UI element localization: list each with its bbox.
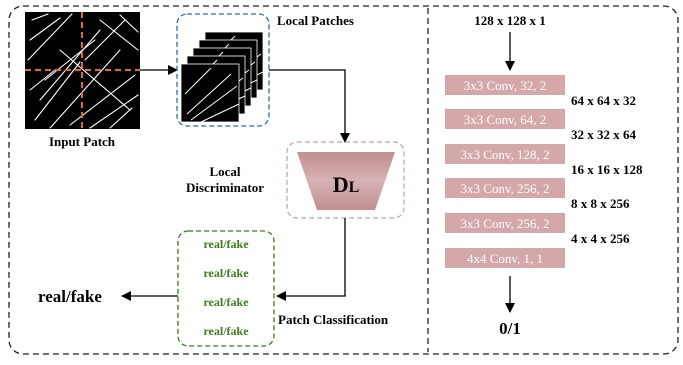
arrow-discriminator-to-classification xyxy=(276,218,346,301)
layer-dim-label: 4 x 4 x 256 xyxy=(571,231,630,246)
svg-text:3x3 Conv, 128, 2: 3x3 Conv, 128, 2 xyxy=(460,147,549,162)
input-patch-label: Input Patch xyxy=(49,134,116,149)
conv-layer: 3x3 Conv, 64, 2 xyxy=(445,109,565,129)
local-discriminator-label-line1: Local xyxy=(209,164,240,179)
conv-layer: 3x3 Conv, 256, 2 xyxy=(445,213,565,233)
svg-text:4x4 Conv, 1, 1: 4x4 Conv, 1, 1 xyxy=(467,251,543,266)
layer-dim-label: 16 x 16 x 128 xyxy=(571,162,643,177)
outer-frame xyxy=(8,5,679,355)
svg-text:3x3 Conv, 64, 2: 3x3 Conv, 64, 2 xyxy=(464,112,547,127)
patch-classification-label: Patch Classification xyxy=(278,312,389,327)
real-fake-item: real/fake xyxy=(203,324,249,338)
local-patches-stack xyxy=(180,31,264,123)
input-patch-image xyxy=(25,12,140,129)
real-fake-item: real/fake xyxy=(203,237,249,251)
final-output-label: 0/1 xyxy=(499,319,521,338)
output-real-fake-label: real/fake xyxy=(38,287,102,306)
layer-dim-label: 64 x 64 x 32 xyxy=(571,93,636,108)
real-fake-item: real/fake xyxy=(203,266,249,280)
conv-layer: 3x3 Conv, 256, 2 xyxy=(445,178,565,198)
svg-text:3x3 Conv, 256, 2: 3x3 Conv, 256, 2 xyxy=(460,181,549,196)
local-patches-label: Local Patches xyxy=(277,13,354,28)
conv-layer: 3x3 Conv, 128, 2 xyxy=(445,144,565,164)
arrow-patches-to-discriminator xyxy=(269,69,350,143)
discriminator-trapezoid xyxy=(297,152,395,210)
real-fake-item: real/fake xyxy=(203,295,249,309)
layer-dim-label: 8 x 8 x 256 xyxy=(571,196,630,211)
real-fake-box xyxy=(177,230,275,347)
conv-layer: 4x4 Conv, 1, 1 xyxy=(445,248,565,268)
local-discriminator-label-line2: Discriminator xyxy=(186,180,264,195)
local-patches-box xyxy=(176,13,270,127)
svg-text:3x3 Conv, 256, 2: 3x3 Conv, 256, 2 xyxy=(460,216,549,231)
layer-dim-label: 32 x 32 x 64 xyxy=(571,127,637,142)
conv-layer: 3x3 Conv, 32, 2 xyxy=(445,75,565,95)
input-size-label: 128 x 128 x 1 xyxy=(474,13,546,28)
discriminator-symbol: DL xyxy=(333,172,360,197)
svg-text:3x3 Conv, 32, 2: 3x3 Conv, 32, 2 xyxy=(464,78,547,93)
